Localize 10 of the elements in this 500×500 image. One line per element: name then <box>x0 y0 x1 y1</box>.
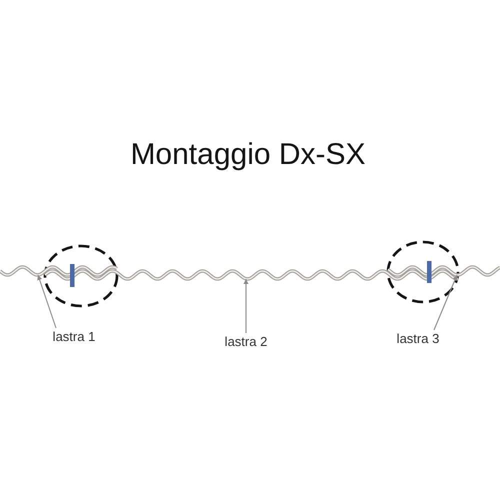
part-label: lastra 3 <box>396 331 440 347</box>
corrugated-sheet <box>386 265 500 277</box>
corrugated-sheet <box>44 269 459 281</box>
part-label: lastra 2 <box>224 334 268 350</box>
part-label: lastra 1 <box>52 329 96 345</box>
corrugated-sheet <box>0 265 118 277</box>
diagram-title: Montaggio Dx-SX <box>130 137 366 173</box>
leader-line <box>434 274 458 330</box>
leader-line <box>244 278 248 334</box>
leader-line <box>37 274 56 328</box>
